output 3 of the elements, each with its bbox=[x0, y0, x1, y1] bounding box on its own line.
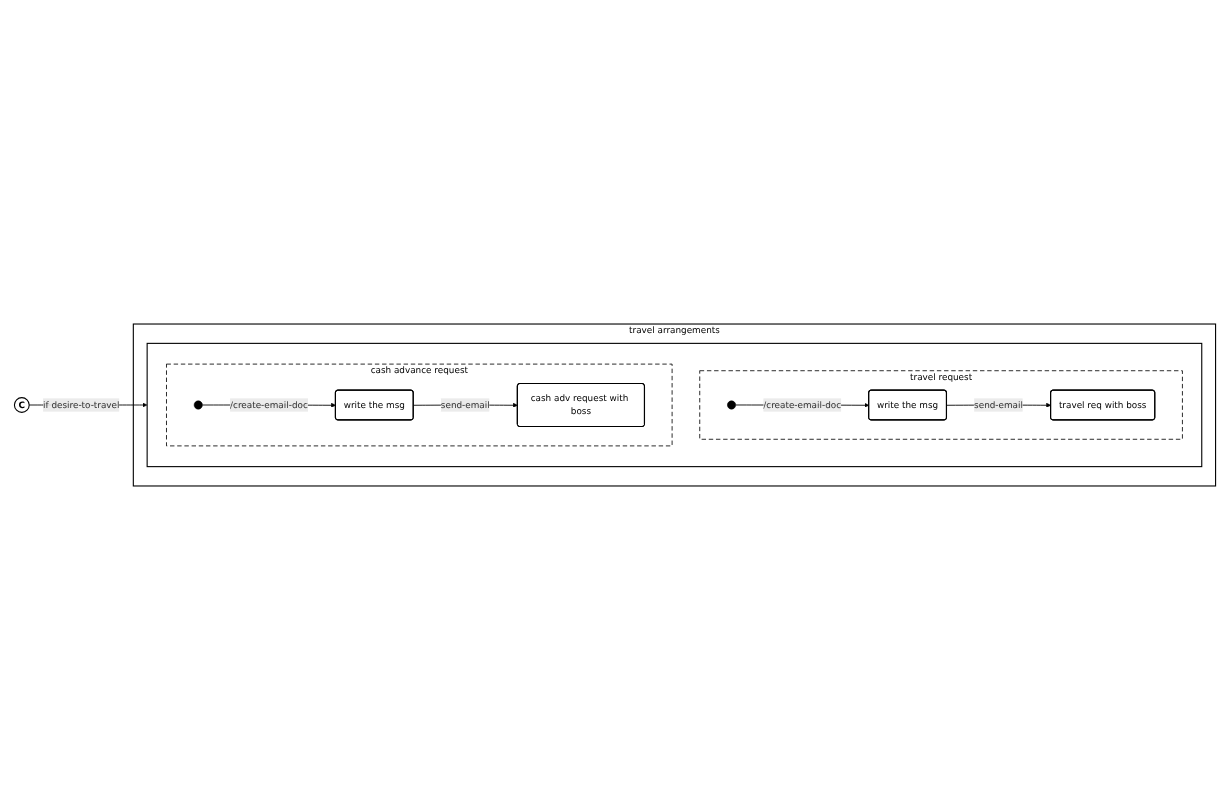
node-circle bbox=[193, 400, 203, 410]
node-circle bbox=[727, 400, 736, 410]
cluster bbox=[146, 342, 1203, 468]
